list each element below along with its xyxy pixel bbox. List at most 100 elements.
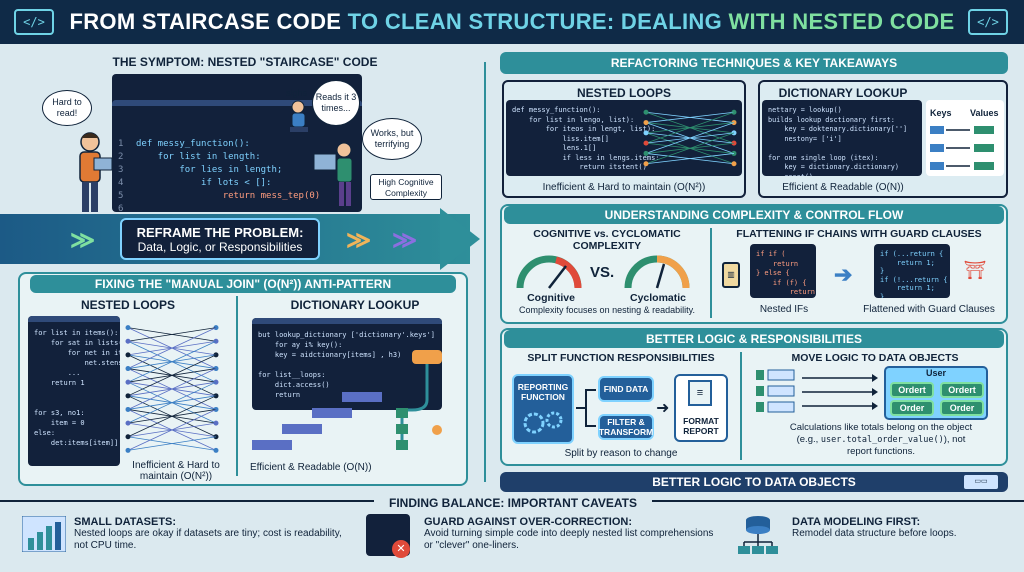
nested-ifs-code-window: if if ( return } else { if (f) { return: [750, 244, 816, 298]
user-total-order-value-code: user.total_order_value(): [820, 434, 944, 445]
tangle-node: [213, 406, 219, 412]
tangle-line: [645, 122, 735, 154]
sighs-label: sighs: [286, 88, 308, 98]
gate-icon: ▥: [722, 262, 740, 288]
tangle-node: [731, 140, 737, 146]
code-window-bar: [112, 100, 362, 106]
refactoring-title: REFACTORING TECHNIQUES & KEY TAKEAWAYS: [500, 52, 1008, 74]
title-part-3: WITH NESTED CODE: [728, 9, 955, 34]
flat-code-window: if (...return { return 1; } if (!...retu…: [874, 244, 950, 298]
tangle-node: [213, 352, 219, 358]
code-line: 3 for lies in length;: [118, 164, 356, 177]
tangle-node: [125, 393, 131, 399]
cc-title: COGNITIVE vs. CYCLOMATIC COMPLEXITY: [533, 228, 681, 252]
user-label: User: [925, 368, 946, 378]
mj-dict-title: DICTIONARY LOOKUP: [290, 298, 420, 312]
tangle-node: [731, 120, 737, 126]
user-object-box: User Ordert Ordert Order Order: [884, 366, 988, 420]
mj-nested-code-window: for list in items(): for sat in lists(1)…: [28, 316, 120, 466]
tangle-node: [643, 130, 649, 136]
data-list-icon: [756, 369, 795, 413]
bubble-hard-to-read: Hard to read!: [42, 90, 92, 126]
move-title: MOVE LOGIC TO DATA OBJECTS: [791, 352, 959, 364]
caveat-over-correction: GUARD AGAINST OVER-CORRECTION: Avoid tur…: [424, 516, 714, 551]
move-caption-line-3: report functions.: [846, 446, 916, 457]
rf-nested-code: def messy_function(): for list in lengo,…: [512, 106, 660, 171]
mj-dict-caption: Efficient & Readable (O(N)): [250, 462, 372, 473]
cognitive-label: Cognitive: [527, 292, 575, 304]
split-title: SPLIT FUNCTION RESPONSIBILITIES: [527, 352, 715, 364]
flat-code: if (...return { return 1; } if (!...retu…: [880, 250, 948, 298]
line-number: 3: [118, 165, 124, 175]
staircase-code: 1 def messy_function(): 2 for list in leng…: [118, 138, 356, 212]
tangle-node: [213, 393, 219, 399]
symptom-title: THE SYMPTOM: NESTED "STAIRCASE" CODE: [112, 55, 378, 69]
nested-ifs-caption: Nested IFs: [759, 304, 809, 315]
move-caption-line-1: Calculations like totals belong on the o…: [789, 422, 973, 433]
bottom-banner: BETTER LOGIC TO DATA OBJECTS: [500, 472, 1008, 492]
manual-join-title: FIXING THE "MANUAL JOIN" (O(N²)) ANTI-PA…: [30, 275, 456, 293]
vs-label: VS.: [590, 264, 615, 281]
code-brackets-icon: </>: [968, 9, 1008, 35]
rf-dict-caption: Efficient & Readable (O(N)): [782, 182, 904, 193]
code-line: 6: [118, 203, 356, 212]
page-title: FROM STAIRCASE CODE TO CLEAN STRUCTURE: …: [70, 9, 955, 35]
cognitive-gauge-icon: [516, 255, 582, 289]
logic-title: BETTER LOGIC & RESPONSIBILITIES: [504, 330, 1004, 348]
nested-loops-tangle-diagram: [125, 325, 219, 453]
keys-label: Keys: [930, 108, 952, 118]
gears-icon: [523, 411, 563, 434]
move-caption: Calculations like totals belong on the o…: [756, 422, 1006, 458]
bubble-works-but-terrifying: Works, but terrifying: [362, 118, 422, 160]
document-icon: ≡: [688, 380, 712, 406]
tangle-node: [125, 379, 131, 385]
tangle-node: [643, 120, 649, 126]
mj-nested-title: NESTED LOOPS: [80, 298, 175, 312]
key-value-arrows-diagram: [930, 126, 994, 170]
rf-nested-code-window: def messy_function(): for list in lengo,…: [506, 100, 742, 176]
tangle-node: [125, 338, 131, 344]
mj-nested-code: for list in items(): for sat in lists(1)…: [34, 329, 120, 447]
code-line: 5 return mess_tep(0): [118, 190, 356, 203]
tangle-node: [731, 109, 737, 115]
rf-loop-lines-diagram: [643, 109, 737, 167]
rf-dict-title: DICTIONARY LOOKUP: [778, 86, 908, 100]
mj-dict-code: but lookup_dictionary ['dictionary'.keys…: [258, 331, 436, 399]
tangle-node: [731, 161, 737, 167]
arrow-right-icon: [440, 208, 480, 270]
tangle-node: [125, 420, 131, 426]
reframe-title: REFRAME THE PROBLEM:: [136, 225, 304, 240]
line-text: if lots < []:: [136, 178, 272, 188]
bubble-reads-it: Reads it 3 times...: [312, 80, 360, 126]
caveat-small-datasets: SMALL DATASETS: Nested loops are okay if…: [74, 516, 342, 551]
code-brackets-icon: </>: [14, 9, 54, 35]
rf-dict-code-window: nettary = lookup() builds lookup dsction…: [762, 100, 922, 176]
cognitive-complexity-label: High Cognitive Complexity: [370, 174, 442, 200]
complexity-title: UNDERSTANDING COMPLEXITY & CONTROL FLOW: [504, 206, 1004, 224]
move-caption-line-2: (e.g., user.total_order_value()), not: [796, 433, 966, 445]
reframe-subtitle: Data, Logic, or Responsibilities: [137, 240, 303, 254]
cyclomatic-gauge-icon: [624, 255, 690, 289]
app-window-icon: ▭▭: [964, 475, 998, 489]
tangle-node: [213, 434, 219, 440]
tangle-line: [127, 381, 217, 424]
line-number: 1: [118, 139, 124, 149]
tangle-node: [125, 447, 131, 453]
title-part-1: FROM STAIRCASE CODE: [69, 9, 342, 34]
ordert-1: Ordert: [890, 382, 934, 398]
divider: [236, 296, 238, 476]
tangle-line: [127, 354, 217, 397]
divider: [740, 352, 742, 460]
code-line: 2 for list in length:: [118, 151, 356, 164]
tangle-node: [125, 406, 131, 412]
reporting-function-box: REPORTING FUNCTION: [512, 374, 574, 444]
code-window-icon: ✕: [366, 514, 410, 558]
reporting-label: REPORTING FUNCTION: [517, 382, 569, 402]
tangle-line: [645, 111, 735, 123]
format-label: FORMAT REPORT: [683, 416, 719, 436]
line-text: def messy_function():: [136, 139, 250, 149]
tangle-line: [645, 153, 735, 165]
caveat-data-modeling: DATA MODELING FIRST: Remodel data struct…: [792, 516, 957, 539]
values-label: Values: [970, 108, 999, 118]
tangle-node: [125, 434, 131, 440]
